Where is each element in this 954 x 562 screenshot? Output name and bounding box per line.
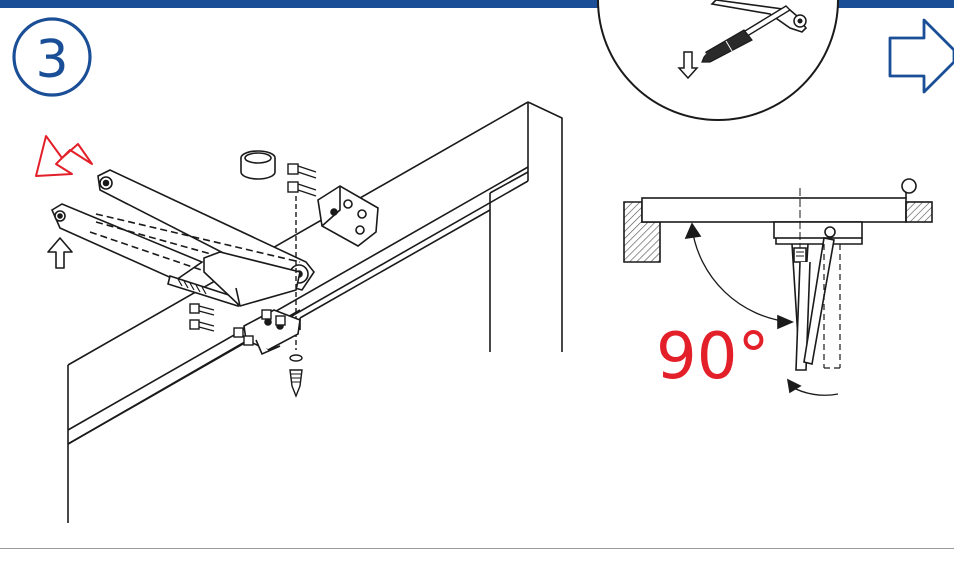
top-brand-bar [0, 0, 954, 8]
mounting-bracket [317, 185, 379, 247]
bottom-divider [0, 548, 954, 549]
arrow-up-outline-icon [47, 237, 73, 269]
step-number: 3 [35, 30, 68, 90]
step-badge: 3 [12, 17, 92, 97]
closer-arm-assembly [50, 169, 315, 308]
door-frame [67, 101, 563, 523]
arrow-down-icon [677, 51, 699, 80]
shoe-bracket [243, 309, 301, 356]
section-view [623, 178, 933, 396]
angle-label: 90° [656, 320, 769, 394]
arrow-left-red-icon [35, 135, 93, 177]
arrow-right-outline-icon [888, 18, 954, 94]
screws-lower [189, 303, 303, 398]
screwdriver-icon [699, 5, 792, 63]
arm-detail [710, 0, 808, 33]
detail-magnifier [597, 0, 839, 121]
cap-ring [240, 150, 276, 180]
